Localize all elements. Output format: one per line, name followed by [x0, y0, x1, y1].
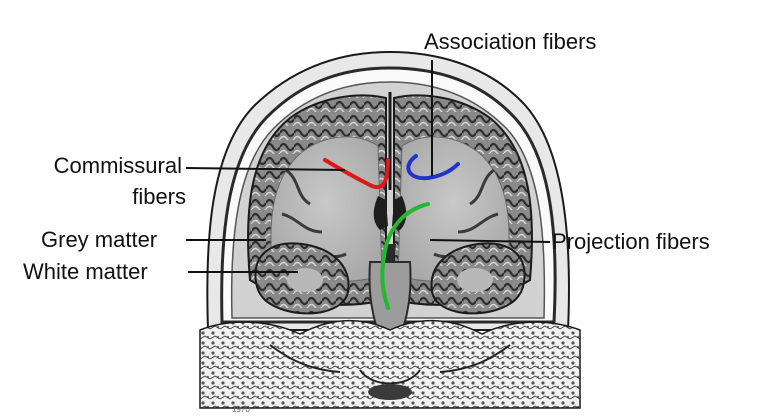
temporal-lobes: [254, 242, 526, 315]
projection-fibers-label: Projection fibers: [552, 229, 710, 254]
projection-fiber-tract: [380, 202, 430, 310]
leader-lines: [185, 60, 551, 273]
skull-base: [199, 320, 581, 409]
white-matter-label: White matter: [23, 259, 148, 284]
commissural-fibers-label-line2: fibers: [132, 184, 186, 209]
association-fiber-tract: [406, 154, 460, 181]
commissural-fibers-label-line1: Commissural: [53, 153, 182, 178]
commissural-leader: [185, 167, 346, 171]
association-fibers-label: Association fibers: [424, 29, 597, 54]
projection-leader: [429, 239, 551, 243]
grey-matter-label: Grey matter: [41, 227, 158, 252]
scan-mark: 1970: [232, 405, 250, 414]
